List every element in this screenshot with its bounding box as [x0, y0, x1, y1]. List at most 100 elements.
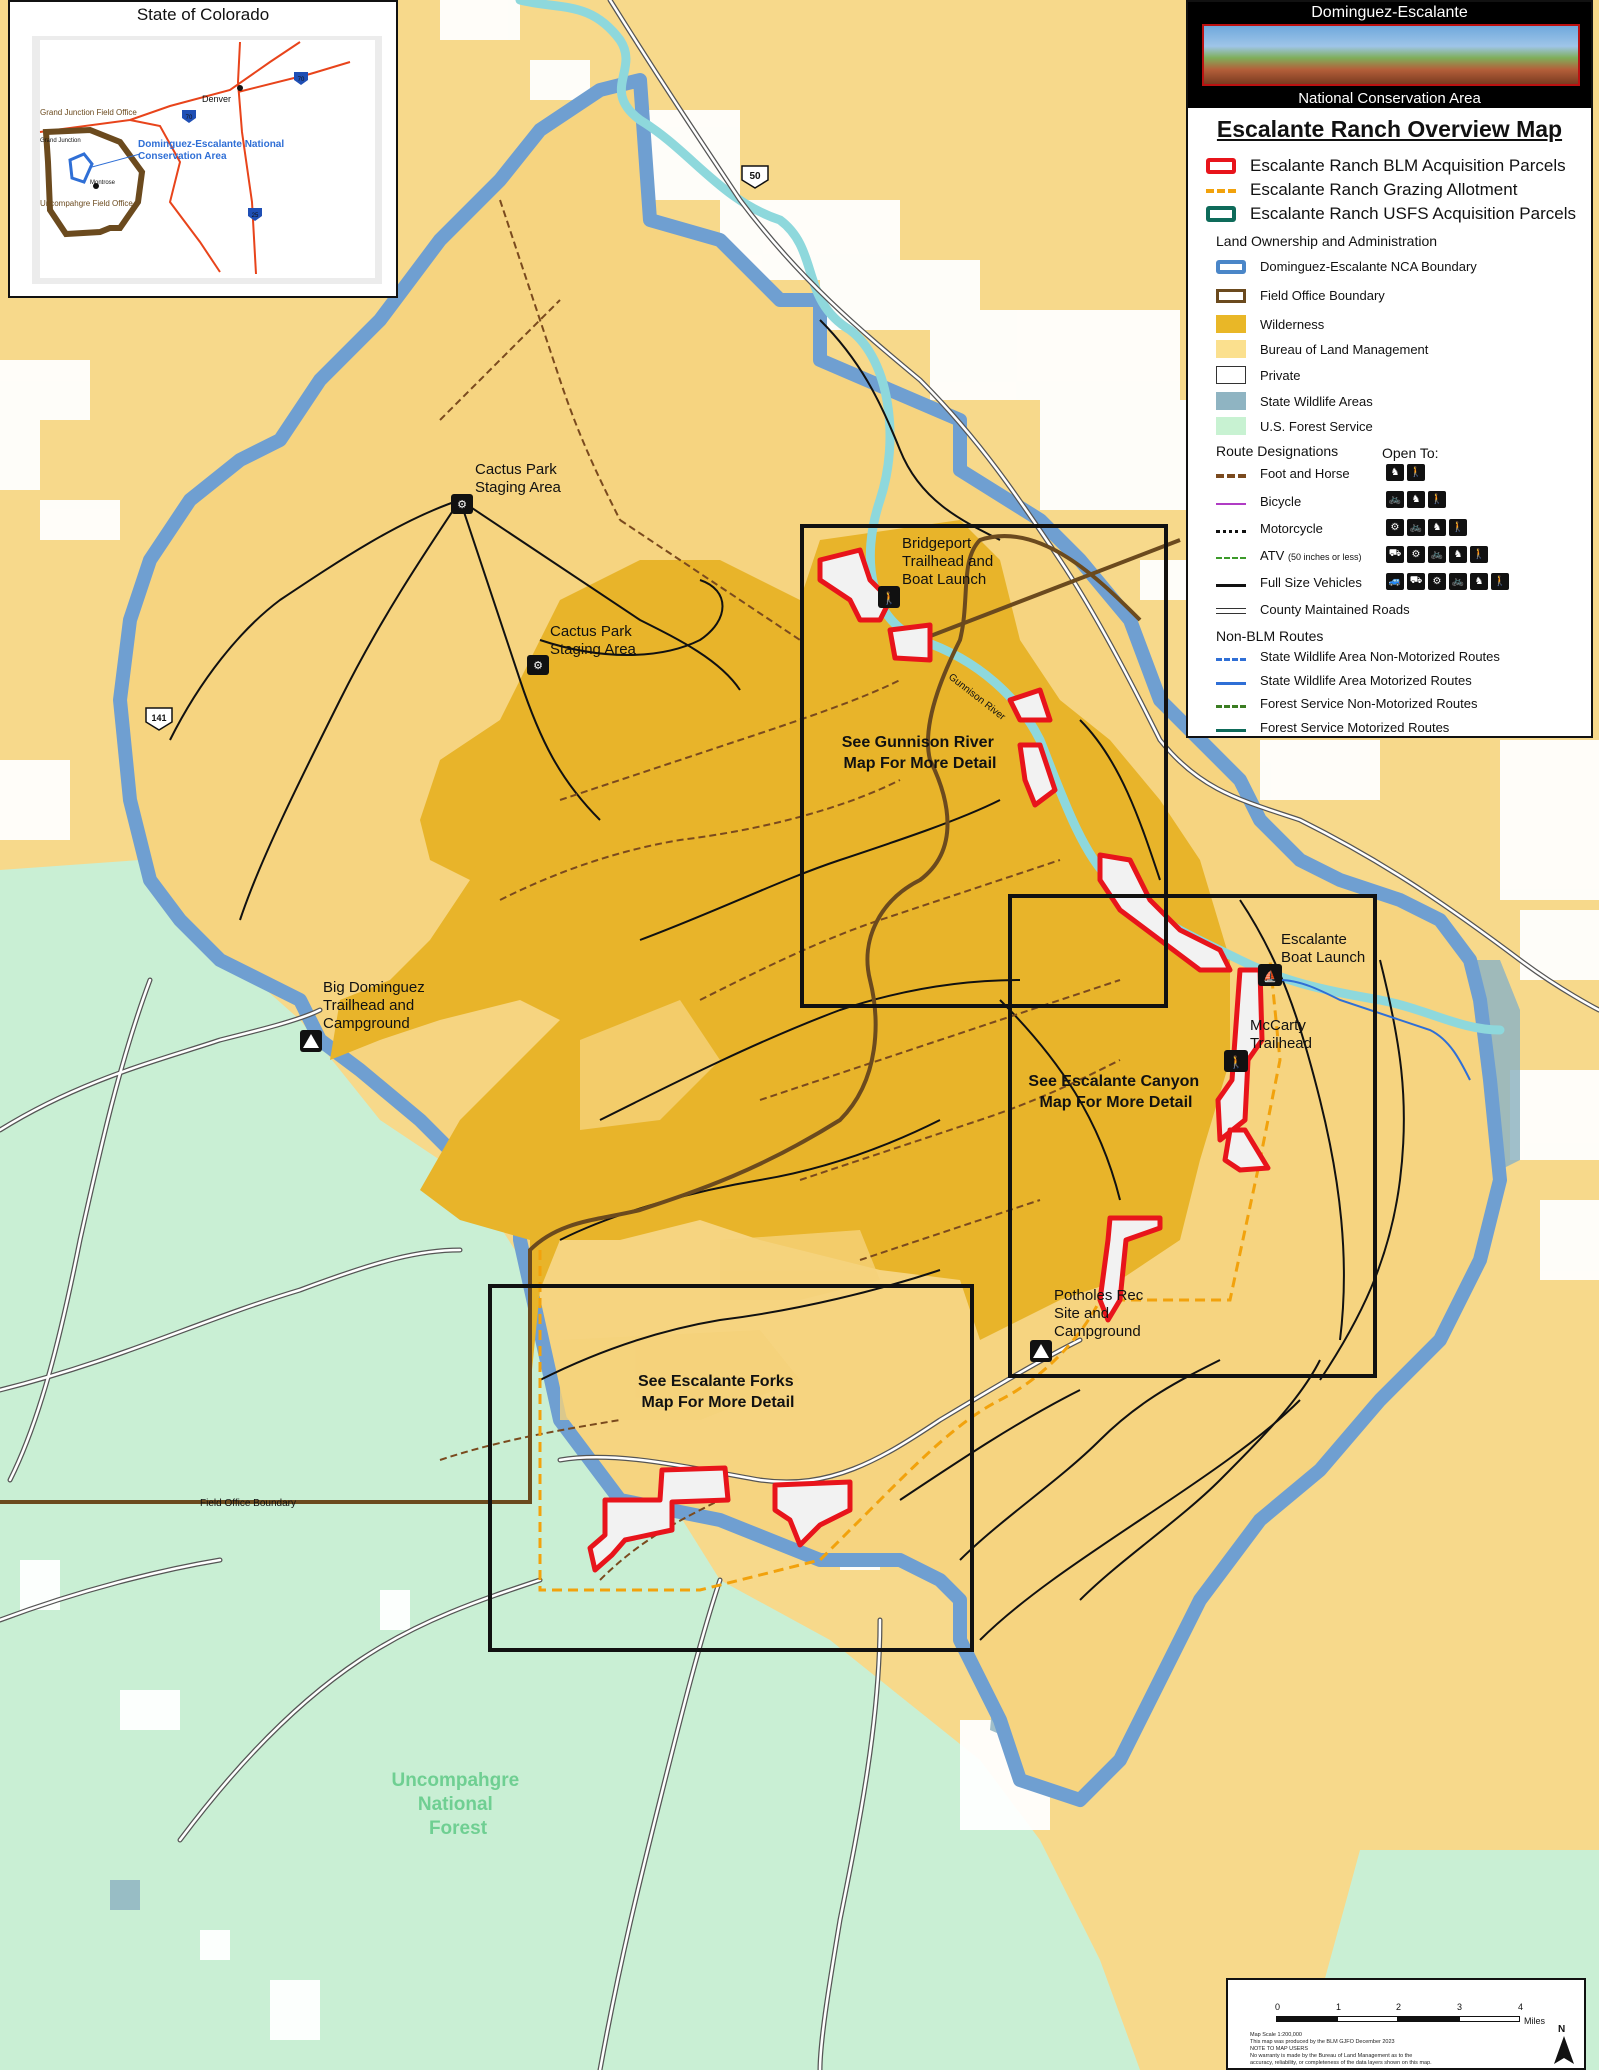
inset-uncompahgre-field-office: Uncompahgre Field Office: [40, 199, 133, 208]
detail-box-escalante-forks[interactable]: [488, 1284, 974, 1652]
inset-i70-shield: 70: [182, 110, 196, 123]
svg-text:70: 70: [186, 115, 193, 121]
legend-field-office-boundary: Field Office Boundary: [1216, 288, 1385, 303]
scale-tick-1: 1: [1336, 2002, 1342, 2012]
legend-forest-service: U.S. Forest Service: [1216, 417, 1373, 435]
label-canyon-detail: See Escalante Canyon Map For More Detail: [1028, 1073, 1203, 1111]
blm-acquisition-parcels: [587, 547, 1271, 1573]
horse-icon: ♞: [1470, 573, 1488, 590]
label-bridgeport: Bridgeport Trailhead and Boat Launch: [902, 535, 997, 588]
motorcycle-icon: ⚙: [1428, 573, 1446, 590]
legend-land-heading: Land Ownership and Administration: [1216, 233, 1438, 249]
inset-montrose: Montrose: [90, 180, 116, 186]
label-cactus-park-1: Cactus Park Staging Area: [475, 461, 562, 496]
legend-nonblm-heading: Non-BLM Routes: [1216, 628, 1324, 644]
scale-tick-0: 0: [1275, 2002, 1281, 2012]
cactus-park-staging-icon[interactable]: ⚙: [451, 494, 473, 514]
inset-grand-junction: Grand Junction: [40, 138, 81, 144]
hiker-icon: 🚶: [1428, 491, 1446, 508]
legend-swa-nonmotorized: State Wildlife Area Non-Motorized Routes: [1216, 649, 1500, 664]
legend-fs-nonmotorized: Forest Service Non-Motorized Routes: [1216, 696, 1477, 711]
parcel-bridgeport: [817, 547, 893, 623]
motorcycle-icon: ⚙: [1407, 546, 1425, 563]
escalante-creek: [1279, 979, 1471, 1081]
detail-box-gunnison[interactable]: [800, 524, 1168, 1008]
svg-text:⛵: ⛵: [1263, 970, 1277, 983]
scale-note-3: NOTE TO MAP USERS: [1250, 2046, 1309, 2052]
svg-text:🚶: 🚶: [1229, 1055, 1244, 1069]
legend-bicycle-icons: 🚲 ♞ 🚶: [1386, 491, 1446, 508]
legend-nca-boundary: Dominguez-Escalante NCA Boundary: [1216, 259, 1477, 274]
potholes-campground-icon[interactable]: [1030, 1340, 1052, 1362]
legend-header: Dominguez-Escalante National Conservatio…: [1188, 2, 1591, 108]
svg-text:⚙: ⚙: [533, 660, 543, 672]
legend-foot-horse-icons: ♞ 🚶: [1386, 464, 1425, 481]
map-title: Escalante Ranch Overview Map: [1216, 116, 1563, 142]
horse-icon: ♞: [1407, 491, 1425, 508]
wilderness-north: [460, 600, 700, 870]
mccarty-trailhead-icon[interactable]: 🚶: [1224, 1050, 1248, 1072]
field-office-boundary-label: Field Office Boundary: [200, 1498, 296, 1509]
label-big-dominguez: Big Dominguez Trailhead and Campground: [323, 979, 429, 1032]
label-forks-detail: See Escalante Forks Map For More Detail: [638, 1373, 798, 1411]
legend-route-heading: Route Designations: [1216, 443, 1339, 459]
inset-i70-shield-east: 70: [294, 72, 308, 85]
parcel-river-1: [1007, 687, 1053, 723]
parcel-river-3: [1097, 852, 1233, 973]
cactus-park-staging-icon-2[interactable]: ⚙: [527, 655, 549, 675]
field-office-boundary-ne: [919, 538, 1181, 642]
scale-segment-3: [1398, 2016, 1459, 2022]
bridgeport-trailhead-icon[interactable]: 🚶: [878, 586, 900, 608]
legend-fs-motorized: Forest Service Motorized Routes: [1216, 720, 1449, 735]
scale-note-1: Map Scale 1:200,000: [1250, 2032, 1302, 2038]
big-dominguez-campground-icon[interactable]: [300, 1030, 322, 1052]
inset-title: State of Colorado: [136, 5, 270, 24]
scale-segment-4: [1459, 2016, 1520, 2022]
scale-note-2: This map was produced by the BLM GJFO De…: [1250, 2039, 1395, 2045]
bicycle-icon: 🚲: [1386, 491, 1404, 508]
atv-icon: ⛟: [1386, 546, 1404, 563]
label-mccarty-trailhead: McCarty Trailhead: [1250, 1017, 1312, 1052]
hiker-icon: 🚶: [1407, 464, 1425, 481]
parcel-river-2: [1017, 742, 1058, 808]
scale-unit: Miles: [1524, 2016, 1546, 2026]
legend-panel: Dominguez-Escalante National Conservatio…: [1186, 0, 1593, 738]
inset-gj-field-office: Grand Junction Field Office: [40, 108, 137, 117]
bicycle-icon: 🚲: [1428, 546, 1446, 563]
horse-icon: ♞: [1449, 546, 1467, 563]
scale-note-5: accuracy, reliability, or completeness o…: [1250, 2060, 1432, 2066]
legend-motorcycle-icons: ⚙ 🚲 ♞ 🚶: [1386, 519, 1467, 536]
scale-tick-2: 2: [1396, 2002, 1402, 2012]
label-uncompahgre-forest: Uncompahgre National Forest: [391, 1770, 524, 1839]
svg-text:⚙: ⚙: [457, 499, 467, 511]
scale-segment-2: [1337, 2016, 1398, 2022]
inset-denver: Denver: [202, 94, 231, 104]
foot-horse-trails: [439, 199, 1121, 1581]
legend-wilderness: Wilderness: [1216, 315, 1324, 333]
parcel-potholes: [1097, 1215, 1163, 1323]
parcel-forks-2: [772, 1479, 853, 1548]
legend-vehicle-icons: 🚙 ⛟ ⚙ 🚲 ♞ 🚶: [1386, 573, 1509, 590]
label-escalante-boat-launch: Escalante Boat Launch: [1281, 931, 1365, 966]
legend-private: Private: [1216, 366, 1300, 384]
svg-text:🚶: 🚶: [882, 591, 897, 605]
north-arrow-icon: [1554, 2036, 1574, 2064]
hiker-icon: 🚶: [1449, 519, 1467, 536]
field-office-boundary: [0, 534, 1142, 1504]
legend-header-bottom: National Conservation Area: [1298, 90, 1481, 107]
horse-icon: ♞: [1428, 519, 1446, 536]
full-size-vehicle-routes: [169, 319, 1405, 1641]
detail-box-escalante-canyon[interactable]: [1008, 894, 1377, 1378]
legend-open-to: Open To:: [1382, 445, 1439, 461]
svg-text:70: 70: [298, 77, 305, 83]
legend-county-roads: County Maintained Roads: [1216, 602, 1410, 617]
hiker-icon: 🚶: [1470, 546, 1488, 563]
svg-text:25: 25: [252, 213, 259, 219]
label-cactus-park-2: Cactus Park Staging Area: [550, 623, 637, 658]
parcel-forks-1: [587, 1465, 731, 1573]
escalante-boat-launch-icon[interactable]: ⛵: [1258, 964, 1282, 986]
legend-blm-acquisition: Escalante Ranch BLM Acquisition Parcels: [1206, 156, 1566, 176]
scale-note-4: No warranty is made by the Bureau of Lan…: [1250, 2053, 1413, 2059]
legend-header-top: Dominguez-Escalante: [1311, 4, 1468, 21]
